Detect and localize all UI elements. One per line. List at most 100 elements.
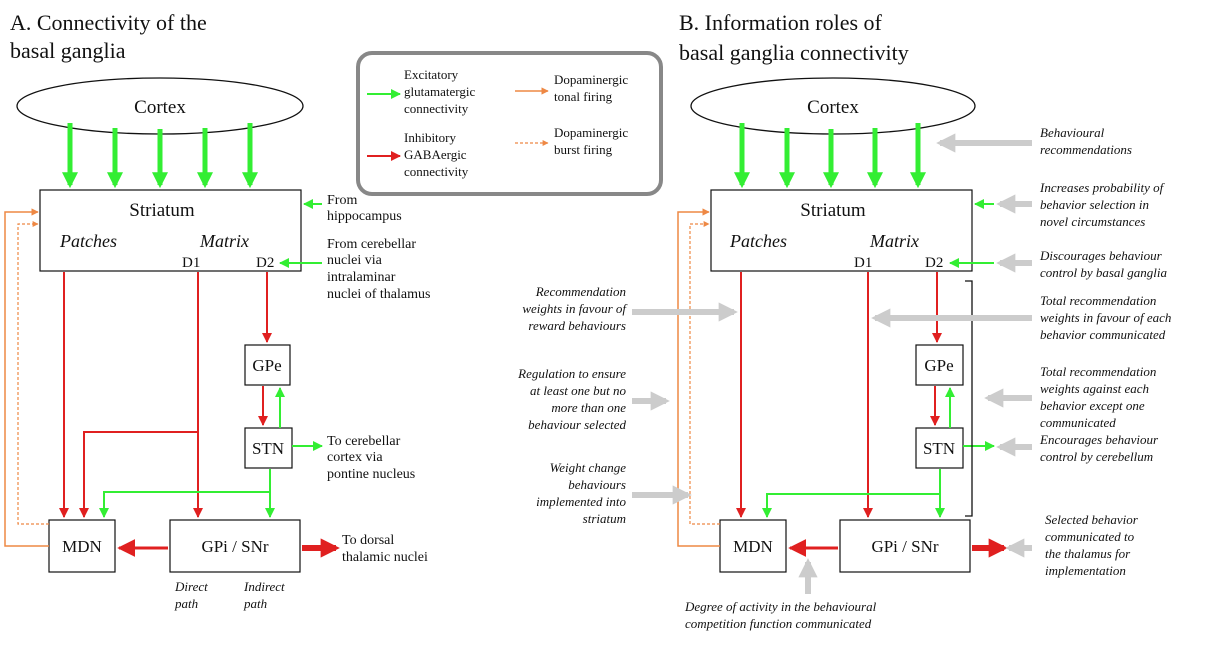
panel-b-excitatory-paths [762,387,995,518]
weight-change-3: implemented into [536,494,626,509]
d2-label: D2 [256,255,274,271]
legend-inhibitory-3: connectivity [404,164,469,179]
dopamine-tonal-a [4,208,49,547]
to-dorsal-2: thalamic nuclei [342,550,428,565]
annotation-arrows [632,133,1032,594]
bracket [965,280,973,517]
legend-burst-1: Dopaminergic [554,125,628,140]
stn-to-mdn [99,491,270,518]
from-cerebellar-2: nuclei via [327,253,383,268]
legend-box [356,51,663,196]
matrix-label-b: Matrix [869,231,919,251]
total-against-2: weights against each [1040,381,1149,396]
gpi-label-b: GPi / SNr [871,537,938,556]
panel-a-inhibitory-paths [59,272,272,557]
total-favour-1: Total recommendation [1040,293,1156,308]
legend-burst-2: burst firing [554,142,613,157]
legend: Excitatory glutamatergic connectivity In… [356,51,663,196]
stn-to-mdn-b [762,493,940,518]
selected-1: Selected behavior [1045,512,1139,527]
left-annotations: Recommendation weights in favour of rewa… [517,284,876,631]
from-cerebellar-3: intralaminar [327,270,396,285]
selected-3: the thalamus for [1045,546,1131,561]
total-against-3: behavior except one [1040,398,1145,413]
legend-inhibitory-2: GABAergic [404,147,467,162]
gpe-label-b: GPe [924,356,953,375]
direct-path-1: Direct [174,579,208,594]
total-favour-3: behavior communicated [1040,327,1166,342]
regulation-2: at least one but no [530,383,627,398]
weight-change-2: behaviours [568,477,626,492]
legend-excitatory-2: glutamatergic [404,84,475,99]
stn-label: STN [252,439,284,458]
direct-path-2: path [174,596,198,611]
mdn-node [48,519,116,573]
discourages-1: Discourages behaviour [1039,248,1163,263]
behavioural-recs-1: Behavioural [1040,125,1105,140]
increases-1: Increases probability of [1039,180,1166,195]
panel-a-excitatory-paths [99,387,323,518]
to-dorsal-1: To dorsal [342,533,394,548]
mdn-label-b: MDN [733,537,773,556]
d1-label-b: D1 [854,255,872,271]
panel-b: B. Information roles of basal ganglia co… [517,10,1171,631]
increases-3: novel circumstances [1040,214,1145,229]
striatum-node-b [710,189,973,272]
gpe-node [244,344,291,386]
stn-label-b: STN [923,439,955,458]
panel-b-title-line-2: basal ganglia connectivity [679,40,909,65]
dopamine-tonal-b [677,208,720,547]
regulation-1: Regulation to ensure [517,366,626,381]
dopamine-burst-a [17,221,49,525]
encourages-1: Encourages behaviour [1039,432,1159,447]
panel-b-inhibitory-paths [736,272,942,557]
striatum-node [39,189,302,272]
indirect-path-2: path [243,596,267,611]
increases-2: behavior selection in [1040,197,1149,212]
to-cerebellar-2: cortex via [327,450,383,465]
gpi-node [169,519,301,573]
indirect-path-1: Indirect [243,579,285,594]
cortex-striatum-arrows [61,123,259,189]
stn-node-b [915,427,964,469]
legend-excitatory-3: connectivity [404,101,469,116]
matrix-label: Matrix [199,231,249,251]
gpe-node-b [915,344,964,386]
encourages-2: control by cerebellum [1040,449,1153,464]
to-cerebellar-3: pontine nucleus [327,467,415,482]
gpi-node-b [839,519,971,573]
legend-excitatory-1: Excitatory [404,67,459,82]
weight-change-1: Weight change [550,460,627,475]
degree-1: Degree of activity in the behavioural [684,599,877,614]
total-against-1: Total recommendation [1040,364,1156,379]
to-cerebellar-1: To cerebellar [327,434,401,449]
dopamine-burst-b [689,221,720,525]
striatum-label-b: Striatum [800,200,866,221]
rec-weights-3: reward behaviours [528,318,626,333]
legend-tonal-1: Dopaminergic [554,72,628,87]
weight-change-4: striatum [583,511,626,526]
cortex-striatum-arrows-b [733,123,927,189]
patches-label-b: Patches [729,231,787,251]
striatum-label: Striatum [129,200,195,221]
legend-tonal-2: tonal firing [554,89,613,104]
degree-2: competition function communicated [685,616,872,631]
total-against-4: communicated [1040,415,1116,430]
panel-b-title-line-1: B. Information roles of [679,10,883,35]
stn-node [244,427,293,469]
total-favour-2: weights in favour of each [1040,310,1171,325]
panel-a: A. Connectivity of the basal ganglia Cor… [4,10,430,611]
rec-weights-1: Recommendation [535,284,626,299]
behavioural-recs-2: recommendations [1040,142,1132,157]
patches-label: Patches [59,231,117,251]
cortex-label-b: Cortex [807,97,859,118]
mdn-label: MDN [62,537,102,556]
right-annotations: Behavioural recommendations Increases pr… [1039,125,1171,578]
legend-inhibitory-1: Inhibitory [404,130,456,145]
d2-label-b: D2 [925,255,943,271]
gpe-label: GPe [252,356,281,375]
cortex-label: Cortex [134,97,186,118]
panel-a-title-line-2: basal ganglia [10,38,126,63]
